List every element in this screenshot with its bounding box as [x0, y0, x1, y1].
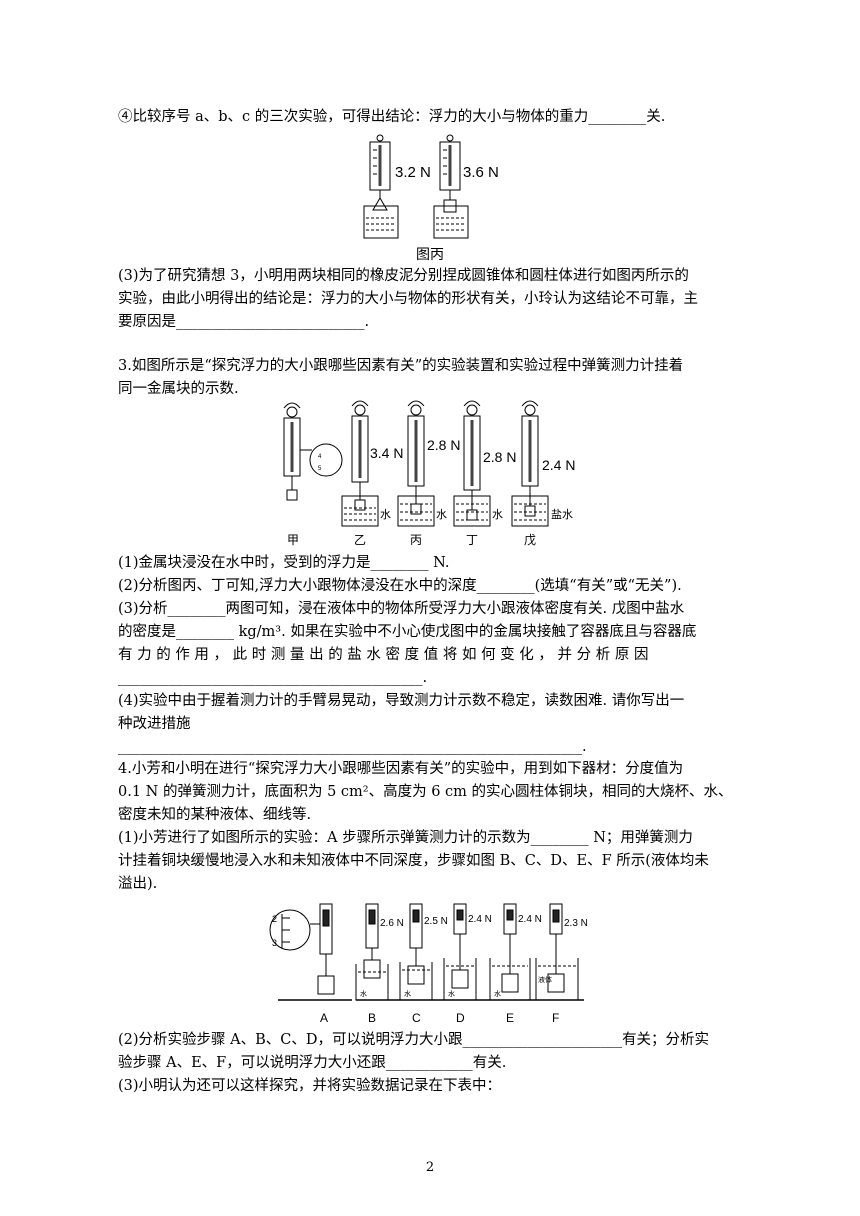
- figure-bing-caption: 图丙: [416, 247, 444, 263]
- q3-sub3-line1: (3)分析________两图可知，浸在液体中的物体所受浮力大小跟液体密度有关.…: [118, 601, 685, 617]
- liquid-e: 水: [494, 989, 501, 998]
- label-wu: 戊: [524, 533, 536, 547]
- setup-bing: [397, 400, 435, 527]
- reading-wu: 2.4 N: [542, 457, 575, 473]
- setup-e: [489, 903, 531, 1001]
- reading-yi: 3.4 N: [370, 445, 403, 461]
- q4-sub1-line1: (1)小芳进行了如图所示的实验：A 步骤所示弹簧测力计的示数为________ …: [118, 830, 693, 846]
- q3-sub4-line3: ________________________________________…: [118, 739, 587, 755]
- figure-q3-drawing: 4 5 3.4 N 水: [283, 400, 575, 547]
- q4-sub2-line1: (2)分析实验步骤 A、B、C、D，可以说明浮力大小跟_____________…: [118, 1032, 709, 1048]
- label-yi: 乙: [354, 533, 366, 547]
- q3-sub4-line2: 种改进措施: [118, 716, 191, 732]
- q4-sub3: (3)小明认为还可以这样探究，并将实验数据记录在下表中：: [118, 1078, 502, 1094]
- q2-p3-line3: 要原因是__________________________.: [118, 314, 370, 330]
- label-ding: 丁: [466, 533, 478, 547]
- reading-1: 3.2 N: [395, 164, 431, 181]
- setup-b: [355, 903, 389, 1001]
- q3-sub3-line2: 的密度是________ kg/m³. 如果在实验中不小心使戊图中的金属块接触了…: [118, 624, 697, 640]
- figure-q4: 2 3 2.6 N 水 2.5 N 水: [268, 896, 598, 1028]
- reading-f: 2.3 N: [564, 918, 588, 929]
- setup-ding: [453, 400, 491, 527]
- setup-f: [535, 903, 579, 1001]
- reading-bing: 2.8 N: [427, 437, 460, 453]
- q4-stem-line3: 密度未知的某种液体、细线等.: [118, 807, 312, 823]
- q4-sub2-line2: 验步骤 A、E、F，可以说明浮力大小还跟____________有关.: [118, 1055, 507, 1071]
- scale-mark-2: 2: [272, 914, 277, 924]
- figure-bing-drawing: 3.2 N 3.6 N: [363, 134, 499, 239]
- reading-c: 2.5 N: [424, 916, 448, 927]
- liquid-d: 水: [448, 989, 455, 998]
- figure-q3: 4 5 3.4 N 水: [270, 398, 600, 548]
- setup-a: [269, 903, 352, 1001]
- q4-sub1-line2: 计挂着铜块缓慢地浸入水和未知液体中不同深度，步骤如图 B、C、D、E、F 所示(…: [118, 853, 709, 869]
- setup-wu: [511, 400, 549, 527]
- reading-d: 2.4 N: [468, 914, 492, 925]
- spring-scale-1: [363, 134, 399, 239]
- q4-stem-line2: 0.1 N 的弹簧测力计，底面积为 5 cm²、高度为 6 cm 的实心圆柱体铜…: [118, 784, 733, 800]
- liquid-ding: 水: [492, 508, 503, 521]
- spring-scale-2: [433, 134, 469, 239]
- setup-c: [399, 903, 433, 1001]
- liquid-f: 液体: [538, 975, 552, 984]
- liquid-c: 水: [404, 989, 411, 998]
- q4-sub1-line3: 溢出).: [118, 876, 158, 892]
- svg-text:4: 4: [318, 454, 322, 460]
- liquid-bing: 水: [436, 508, 447, 521]
- q3-stem-line1: 3.如图所示是“探究浮力的大小跟哪些因素有关”的实验装置和实验过程中弹簧测力计挂…: [118, 358, 684, 374]
- liquid-b: 水: [360, 989, 367, 998]
- setup-d: [443, 903, 477, 1001]
- label-c: C: [412, 1011, 421, 1025]
- label-d: D: [456, 1011, 465, 1025]
- scale-mark-3: 3: [272, 938, 277, 948]
- svg-text:5: 5: [318, 466, 322, 472]
- q2-p3-line2: 实验，由此小明得出的结论是：浮力的大小与物体的形状有关，小玲认为这结论不可靠，主: [118, 291, 698, 307]
- q3-sub3-line3: 有 力 的 作 用 ， 此 时 测 量 出 的 盐 水 密 度 值 将 如 何 …: [118, 647, 649, 663]
- label-bing: 丙: [410, 533, 422, 547]
- label-f: F: [552, 1011, 559, 1025]
- q2-p3-line1: (3)为了研究猜想 3，小明用两块相同的橡皮泥分别捏成圆锥体和圆柱体进行如图丙所…: [118, 268, 689, 284]
- setup-yi: [341, 400, 379, 527]
- q3-stem-line2: 同一金属块的示数.: [118, 381, 239, 397]
- reading-2: 3.6 N: [463, 164, 499, 181]
- reading-b: 2.6 N: [380, 918, 404, 929]
- figure-q4-drawing: 2 3 2.6 N 水 2.5 N 水: [269, 903, 588, 1025]
- q4-stem-line1: 4.小芳和小明在进行“探究浮力大小跟哪些因素有关”的实验中，用到如下器材：分度值…: [118, 761, 684, 777]
- reading-e: 2.4 N: [518, 914, 542, 925]
- setup-jia: [283, 402, 343, 501]
- figure-bing: 3.2 N 3.6 N: [355, 134, 515, 244]
- q3-sub4-line1: (4)实验中由于握着测力计的手臂易晃动，导致测力计示数不稳定，读数困难. 请你写…: [118, 693, 685, 709]
- reading-ding: 2.8 N: [483, 449, 516, 465]
- liquid-yi: 水: [380, 508, 391, 521]
- q3-sub1: (1)金属块浸没在水中时，受到的浮力是________ N.: [118, 555, 450, 571]
- label-a: A: [320, 1011, 328, 1025]
- q3-sub2: (2)分析图丙、丁可知,浮力大小跟物体浸没在水中的深度________(选填“有…: [118, 578, 682, 594]
- page-number: 2: [425, 1160, 435, 1175]
- liquid-wu: 盐水: [551, 508, 573, 521]
- label-jia: 甲: [287, 533, 299, 547]
- label-e: E: [506, 1011, 514, 1025]
- label-b: B: [368, 1011, 376, 1025]
- q2-line-4: ④比较序号 a、b、c 的三次实验，可得出结论：浮力的大小与物体的重力_____…: [118, 109, 666, 125]
- q3-sub3-line4: ________________________________________…: [118, 670, 428, 686]
